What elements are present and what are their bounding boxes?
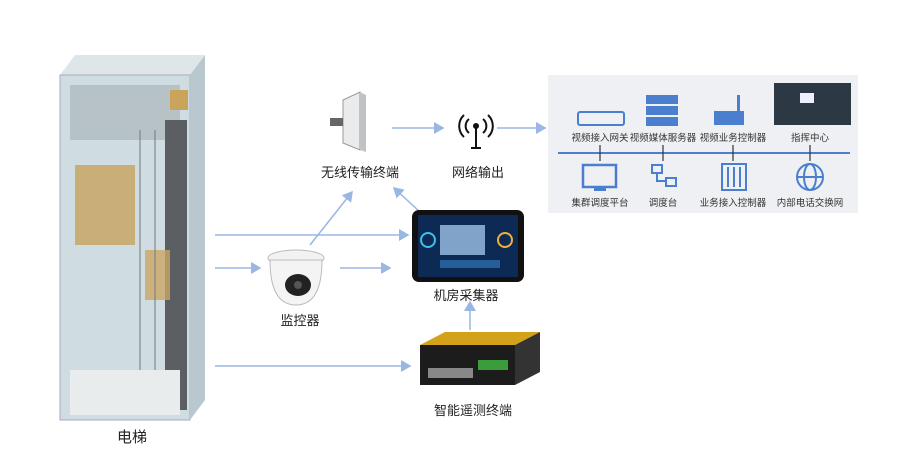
wireless-terminal-label: 无线传输终端: [320, 166, 400, 181]
elevator-label: 电梯: [116, 428, 148, 446]
server-icon: [646, 95, 678, 126]
label-video-gateway: 视频接入网关: [571, 133, 629, 144]
telemetry-terminal-icon: [420, 332, 540, 385]
platform-panel: 视频接入网关 视频媒体服务器 视频业务控制器 指挥中心 集群调度平台 调度台 业…: [548, 75, 858, 213]
label-video-controller: 视频业务控制器: [699, 133, 767, 144]
label-media-server: 视频媒体服务器: [629, 133, 697, 144]
platform-icons: [558, 83, 851, 191]
label-dispatch-console: 调度台: [648, 198, 678, 209]
collector-tablet-icon: [412, 210, 524, 282]
label-command-center: 指挥中心: [790, 133, 830, 144]
collector-label: 机房采集器: [433, 289, 499, 304]
label-access-controller: 业务接入控制器: [699, 198, 767, 209]
elevator-illustration: [59, 55, 205, 421]
controller-icon: [714, 95, 744, 125]
command-center-photo: [774, 83, 851, 125]
dispatch-console-icon: [651, 164, 677, 187]
wireless-antenna-icon: [330, 91, 366, 152]
connection-arrows: [215, 122, 547, 372]
globe-icon: [796, 163, 824, 191]
dispatch-platform-icon: [581, 163, 618, 191]
label-phone-network: 内部电话交换网: [776, 198, 844, 209]
label-cluster-dispatch: 集群调度平台: [571, 198, 629, 209]
gateway-icon: [577, 111, 625, 126]
telemetry-label: 智能遥测终端: [433, 404, 513, 419]
dome-camera-icon: [267, 249, 325, 306]
network-output-label: 网络输出: [451, 166, 505, 181]
access-controller-icon: [721, 163, 747, 191]
camera-label: 监控器: [280, 314, 320, 329]
network-tower-icon: [458, 114, 494, 149]
